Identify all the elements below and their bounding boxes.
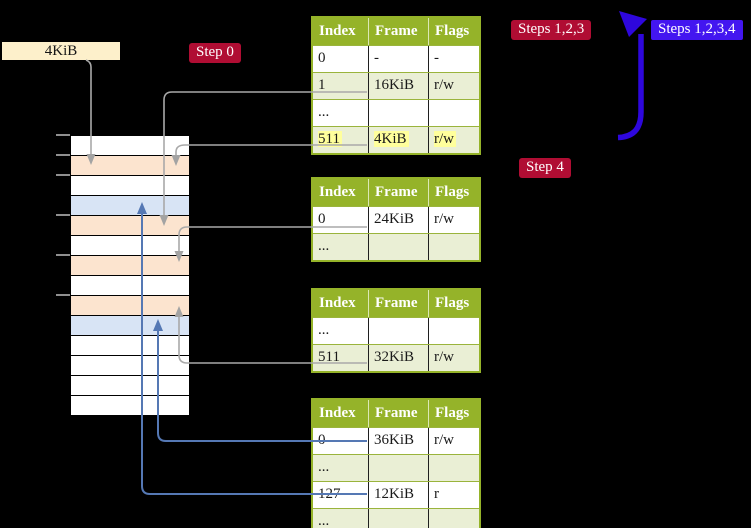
badge-steps-1-2-3-4: Steps 1,2,3,4 [651, 20, 743, 40]
table-cell: r [434, 486, 439, 502]
table-cell [429, 234, 479, 260]
page-table-1: Index Frame Flags 0 - - 1 16KiB r/w ... … [311, 16, 481, 155]
page-size-label: 4KiB [2, 42, 120, 60]
table-cell: ... [313, 318, 369, 344]
table-row: 0 36KiB r/w [313, 427, 479, 454]
table-row: ... [313, 99, 479, 126]
table-row-recursive-entry: 511 4KiB r/w [313, 126, 479, 153]
memory-row-page-12kib [71, 196, 189, 216]
table-row: 0 - - [313, 45, 479, 72]
table-cell: ... [313, 234, 369, 260]
address-tick [56, 214, 70, 216]
table-cell [369, 455, 429, 481]
page-table-4: Index Frame Flags 0 36KiB r/w ... 127 12… [311, 398, 481, 528]
table-cell: ... [313, 455, 369, 481]
table-cell: 511 [313, 127, 369, 153]
memory-row [71, 356, 189, 376]
table-cell: r/w [429, 127, 479, 153]
table-cell [369, 100, 429, 126]
table-cell: r/w [434, 432, 454, 448]
badge-steps-1-2-3: Steps 1,2,3 [511, 20, 592, 40]
table-cell: 12KiB [369, 482, 429, 508]
memory-row-page-table-24kib [71, 256, 189, 276]
table-cell: 511 [313, 345, 369, 371]
table-cell: r/w [434, 211, 454, 227]
table-row: 1 16KiB r/w [313, 72, 479, 99]
column-header: Flags [435, 23, 470, 39]
table-cell: 24KiB [369, 207, 429, 233]
table-header-row: Index Frame Flags [313, 400, 479, 427]
table-row: ... [313, 454, 479, 481]
memory-row [71, 176, 189, 196]
memory-row-page-36kib [71, 316, 189, 336]
column-header: Index [313, 18, 369, 45]
table-cell: 0 [313, 46, 369, 72]
memory-row-page-table-32kib [71, 296, 189, 316]
table-row: 127 12KiB r [313, 481, 479, 508]
table-header-row: Index Frame Flags [313, 18, 479, 45]
column-header: Flags [435, 184, 470, 200]
table-row: ... [313, 317, 479, 344]
memory-row [71, 396, 189, 415]
table-row: 0 24KiB r/w [313, 206, 479, 233]
highlighted-value: r/w [434, 131, 456, 147]
column-header: Frame [369, 400, 429, 427]
address-tick [56, 254, 70, 256]
column-header: Flags [435, 295, 470, 311]
table-header-row: Index Frame Flags [313, 179, 479, 206]
physical-memory-stack [70, 135, 190, 416]
memory-row [71, 376, 189, 396]
memory-row [71, 236, 189, 256]
address-tick [56, 154, 70, 156]
table-cell: - [434, 50, 439, 66]
highlighted-value: 511 [318, 131, 342, 147]
badge-step-4: Step 4 [519, 158, 571, 178]
page-table-3: Index Frame Flags ... 511 32KiB r/w [311, 288, 481, 373]
column-header: Index [313, 400, 369, 427]
table-cell: 0 [313, 207, 369, 233]
table-cell: - [369, 46, 429, 72]
table-cell: 127 [313, 482, 369, 508]
table-row: ... [313, 233, 479, 260]
table-cell [369, 509, 429, 528]
address-tick [56, 174, 70, 176]
table-row: 511 32KiB r/w [313, 344, 479, 371]
highlighted-value: 4KiB [374, 131, 409, 147]
memory-row [71, 276, 189, 296]
table-cell: r/w [434, 349, 454, 365]
column-header: Frame [369, 290, 429, 317]
table-cell [429, 318, 479, 344]
memory-row-page-table-4kib [71, 156, 189, 176]
address-tick [56, 134, 70, 136]
column-header: Frame [369, 179, 429, 206]
page-table-2: Index Frame Flags 0 24KiB r/w ... [311, 177, 481, 262]
table-cell [429, 455, 479, 481]
column-header: Index [313, 179, 369, 206]
table-cell [429, 100, 479, 126]
table-cell [369, 318, 429, 344]
table-cell: 16KiB [369, 73, 429, 99]
recursive-loop-arrow [617, 11, 647, 141]
memory-row-page-table-16kib [71, 216, 189, 236]
column-header: Flags [435, 405, 470, 421]
table-cell: ... [313, 100, 369, 126]
address-tick [56, 294, 70, 296]
table-cell [369, 234, 429, 260]
memory-row [71, 136, 189, 156]
table-cell: 32KiB [369, 345, 429, 371]
table-cell: 1 [313, 73, 369, 99]
table-cell: ... [313, 509, 369, 528]
table-cell: 4KiB [369, 127, 429, 153]
memory-row [71, 336, 189, 356]
table-cell: 0 [313, 428, 369, 454]
table-row: ... [313, 508, 479, 528]
badge-step-0: Step 0 [189, 43, 241, 63]
table-cell [429, 509, 479, 528]
table-cell: 36KiB [369, 428, 429, 454]
column-header: Index [313, 290, 369, 317]
column-header: Frame [369, 18, 429, 45]
table-cell: r/w [434, 77, 454, 93]
table-header-row: Index Frame Flags [313, 290, 479, 317]
